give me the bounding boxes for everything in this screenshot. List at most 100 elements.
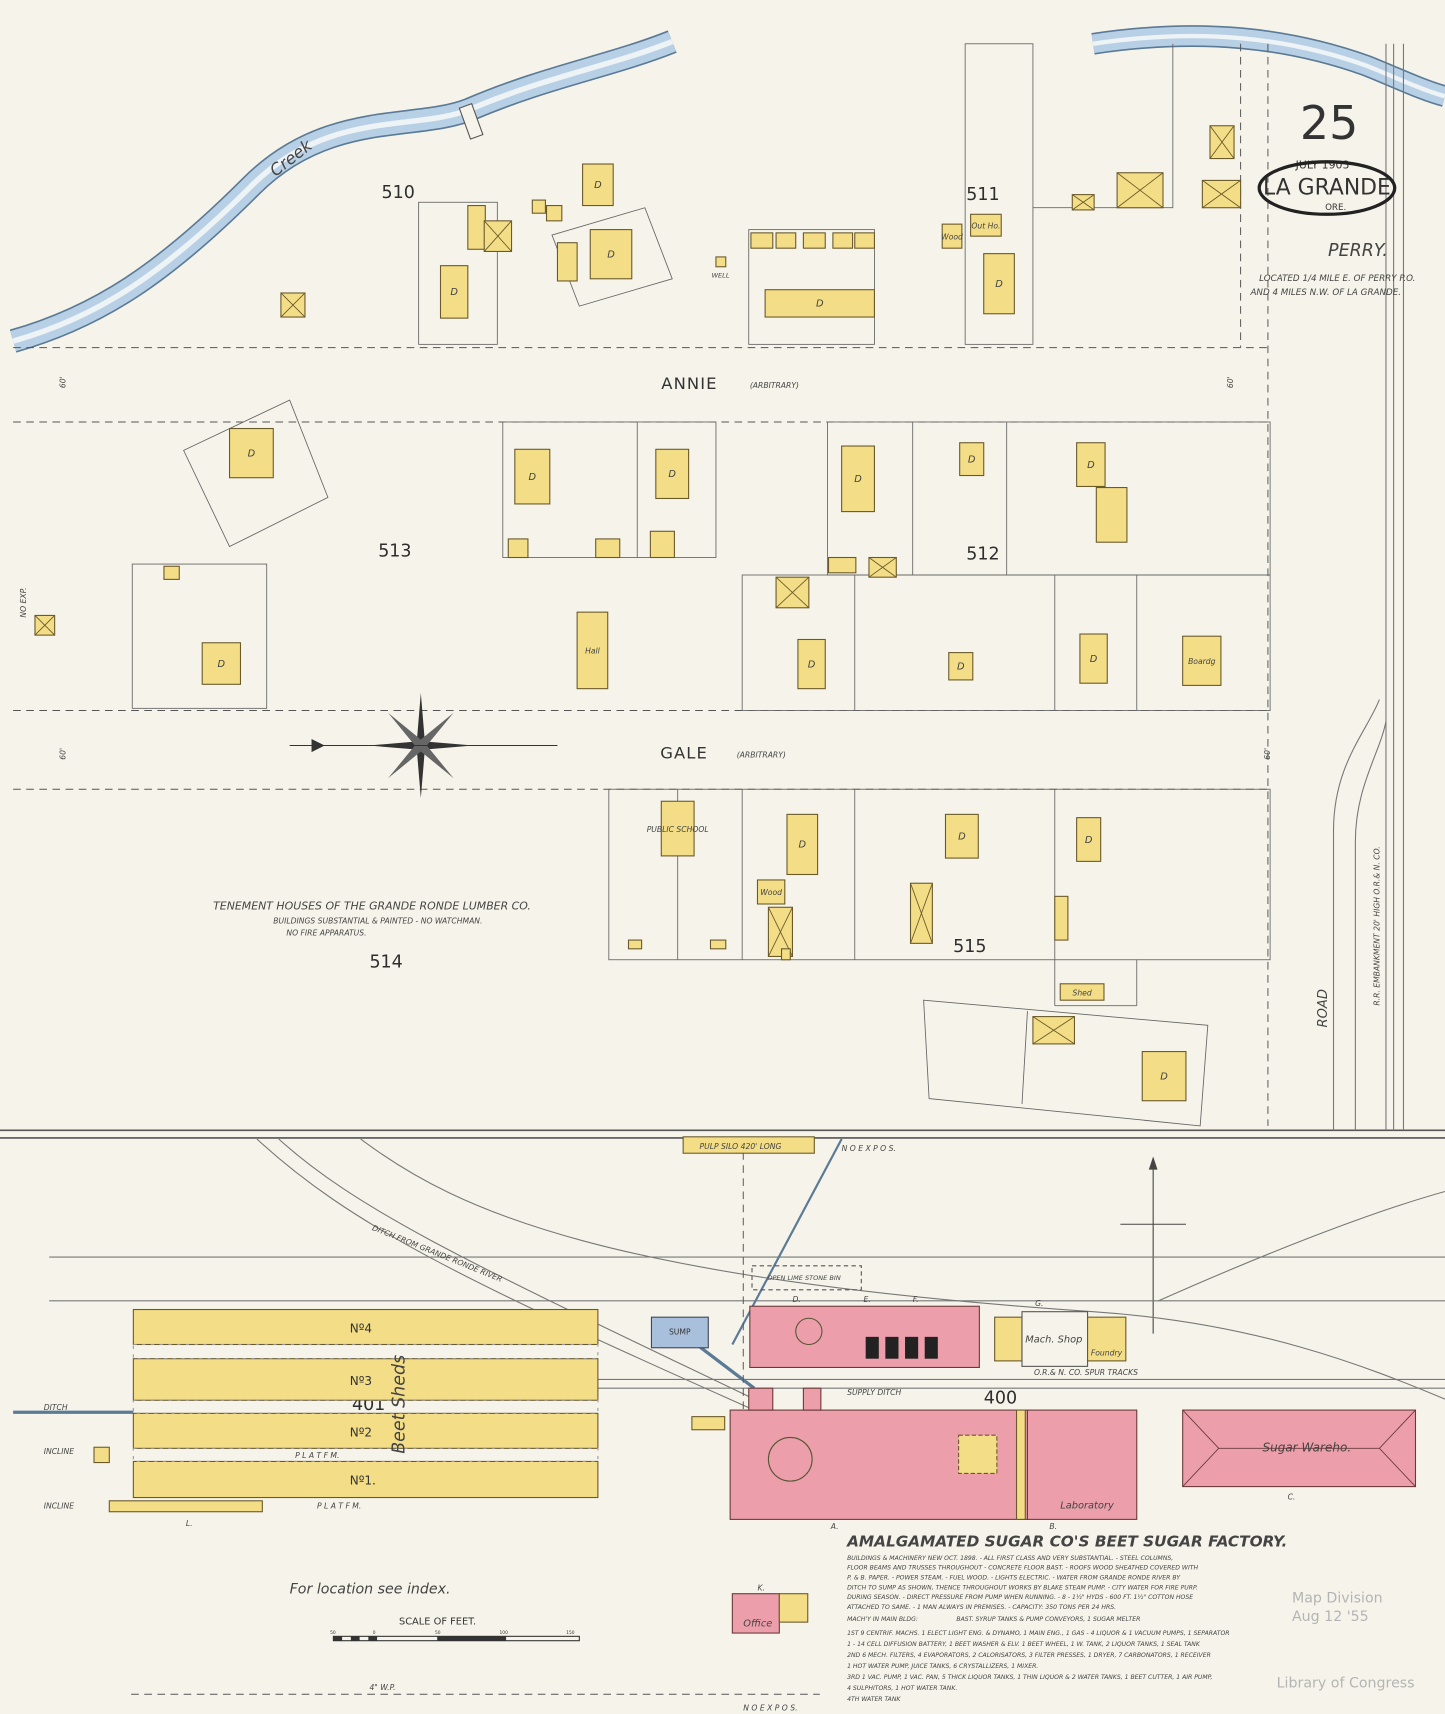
tenement-line-1: BUILDINGS SUBSTANTIAL & PAINTED - NO WAT…	[273, 917, 482, 926]
building	[709, 939, 727, 950]
building-label: D	[668, 469, 676, 480]
shed-label: Nº4	[350, 1321, 372, 1335]
scale-tick: 150	[566, 1630, 575, 1636]
building-label: D	[529, 472, 537, 483]
building	[750, 232, 774, 249]
building-label: D	[607, 249, 615, 260]
map-legend: For location see index. SCALE OF FEET. 5…	[290, 1582, 580, 1692]
stamp-line: Library of Congress	[1277, 1676, 1415, 1692]
building	[439, 265, 469, 319]
factory-title: AMALGAMATED SUGAR CO'S BEET SUGAR FACTOR…	[846, 1533, 1287, 1551]
section-letter: K.	[757, 1583, 764, 1592]
building	[832, 232, 854, 249]
factory-tracks	[13, 1138, 1445, 1695]
pulp-silo-label: PULP SILO 420' LONG	[700, 1142, 782, 1151]
building-cross	[1032, 1016, 1075, 1045]
block-515: 515	[953, 937, 986, 957]
building-cross	[775, 576, 810, 609]
building	[545, 205, 563, 222]
building	[764, 289, 875, 318]
factory-note-line: FLOOR BEAMS AND TRUSSES THROUGHOUT - CON…	[847, 1565, 1198, 1572]
tenement-line-2: NO FIRE APPARATUS.	[286, 929, 366, 938]
tank-house	[958, 1434, 998, 1475]
main-building-annex	[802, 1387, 822, 1411]
building-label: Shed	[1072, 988, 1091, 997]
scale-title: SCALE OF FEET.	[399, 1616, 476, 1627]
platform-label: P L A T F M.	[295, 1451, 339, 1460]
block-512: 512	[966, 545, 999, 565]
building-label: D	[450, 287, 458, 298]
beet-sheds-label: Beet Sheds	[389, 1355, 409, 1454]
building-cross	[483, 220, 512, 252]
pulp-silo	[682, 1136, 815, 1154]
building	[576, 611, 609, 690]
factory-note-line: 2ND 6 MECH. FILTERS, 4 EVAPORATORS, 2 CA…	[847, 1652, 1211, 1659]
no-exposure-bottom: N O E X P O S.	[743, 1704, 797, 1713]
building-cross	[910, 883, 933, 944]
building	[802, 232, 826, 249]
creek: Creek	[9, 25, 1445, 353]
building-label: D	[995, 279, 1003, 290]
sump	[650, 1316, 709, 1349]
building	[531, 199, 546, 214]
road-label: ROAD	[1316, 989, 1331, 1028]
building	[775, 232, 797, 249]
building	[970, 213, 1002, 237]
building	[589, 229, 633, 280]
building	[786, 813, 819, 876]
lime-bin-label: OPEN LIME STONE BIN	[767, 1274, 841, 1282]
ditch-label: DITCH	[44, 1403, 68, 1412]
building-label: D	[968, 454, 976, 465]
building	[1182, 635, 1222, 686]
block-514: 514	[369, 952, 402, 972]
laboratory-building	[1026, 1409, 1138, 1520]
scale-tick: 100	[500, 1630, 509, 1636]
shed-label: Nº2	[350, 1425, 372, 1439]
block-400: 400	[984, 1389, 1017, 1409]
location-reference: For location see index.	[290, 1582, 451, 1598]
building-label: Out Ho.	[971, 222, 1000, 231]
street-width: 60'	[1263, 748, 1272, 760]
factory-note-line: 1 - 14 CELL DIFFUSION BATTERY, 1 BEET WA…	[847, 1641, 1201, 1648]
office-label: Office	[743, 1619, 772, 1630]
laboratory-label: Laboratory	[1060, 1500, 1114, 1511]
spur-tracks-label: O.R.& N. CO. SPUR TRACKS	[1034, 1368, 1138, 1377]
building-label: Wood	[760, 888, 782, 897]
building	[948, 652, 974, 681]
section-letter: E.	[864, 1295, 871, 1304]
building	[715, 256, 727, 268]
factory-building-def	[749, 1305, 980, 1368]
block-511: 511	[966, 185, 999, 205]
building	[1079, 633, 1108, 684]
street-gale: GALE	[660, 744, 708, 763]
factory-note-line: MACH'Y IN MAIN BLDG:	[847, 1616, 918, 1623]
building	[201, 642, 242, 685]
scale-tick: 0	[373, 1630, 376, 1636]
building	[1059, 983, 1105, 1001]
factory-buildings: PULP SILO 420' LONG OPEN LIME STONE BIN …	[371, 1136, 1417, 1634]
building-label: D	[958, 832, 966, 843]
title-block: 25 JULY 1903 LA GRANDE ORE. PERRY. LOCAT…	[1249, 96, 1415, 298]
building-label: D	[854, 474, 862, 485]
beet-shed-3	[132, 1358, 599, 1401]
building	[827, 556, 857, 574]
railroad-label: R.R. EMBANKMENT 20' HIGH O.R.& N. CO.	[1372, 846, 1381, 1005]
factory-note: AMALGAMATED SUGAR CO'S BEET SUGAR FACTOR…	[846, 1533, 1287, 1703]
building	[944, 813, 979, 859]
stamp-line: Aug 12 '55	[1292, 1609, 1369, 1625]
building	[959, 442, 985, 477]
building-label: D	[1087, 460, 1095, 471]
building-cross	[1072, 194, 1095, 211]
building	[1076, 817, 1102, 862]
compass-rose-icon	[289, 693, 558, 798]
section-letter: B.	[1049, 1522, 1057, 1531]
building	[228, 427, 274, 479]
scale-tick: 50	[330, 1630, 336, 1636]
stamp-line: Map Division	[1292, 1590, 1383, 1606]
building-label: D	[808, 659, 816, 670]
building	[655, 448, 690, 500]
building-label: D	[799, 840, 807, 851]
street-labels: ANNIE (ARBITRARY) GALE (ARBITRARY) ROAD …	[19, 374, 1381, 1712]
